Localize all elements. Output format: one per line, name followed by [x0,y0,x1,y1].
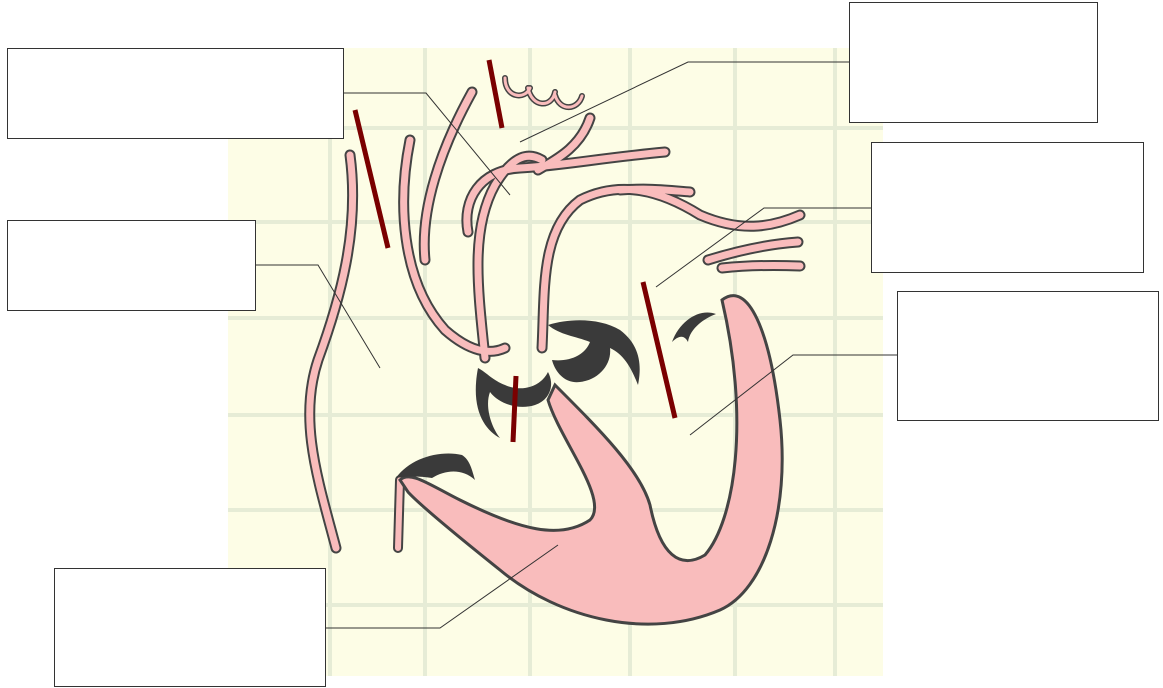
label-box-lower-right[interactable] [897,291,1159,421]
label-text [872,143,1143,155]
label-text [8,49,343,61]
label-text [850,3,1097,15]
marker-bar [513,376,516,442]
label-box-top-left[interactable] [7,48,344,139]
label-text [898,292,1158,304]
label-text [8,221,255,233]
label-box-mid-left[interactable] [7,220,256,311]
label-box-mid-right[interactable] [871,142,1144,273]
label-box-bottom-left[interactable] [54,568,326,687]
label-text [55,569,325,581]
label-box-top-right[interactable] [849,2,1098,123]
